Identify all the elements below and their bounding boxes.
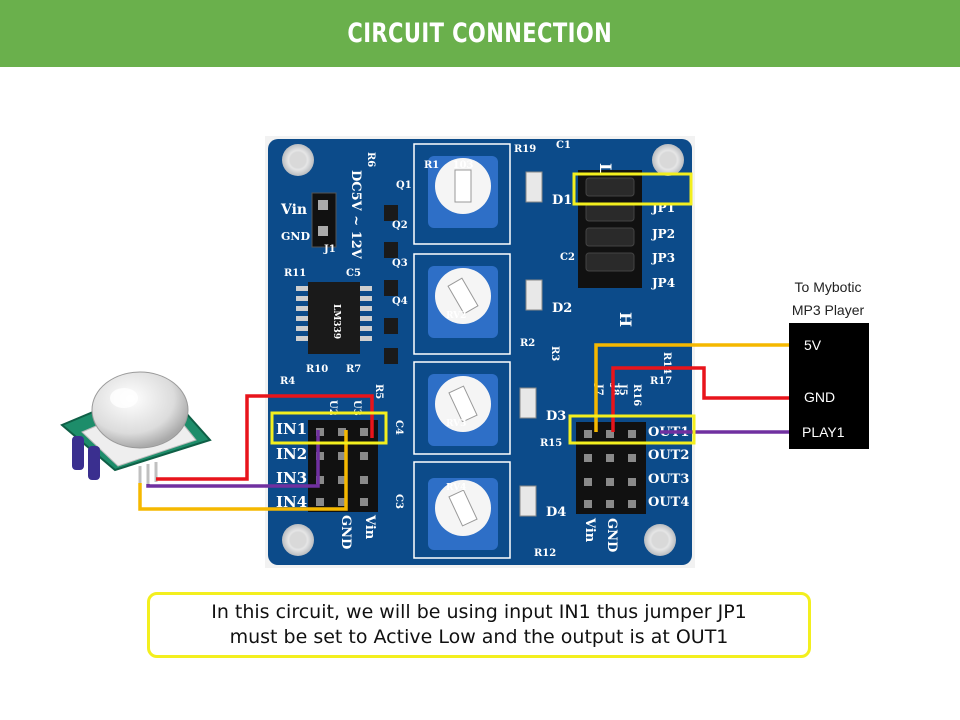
- input-label-gnd: GND: [338, 515, 353, 549]
- silkscreen-label: Q1: [396, 180, 412, 191]
- led-d1: D1: [525, 171, 572, 208]
- power-pin-gnd: GND: [281, 230, 310, 243]
- silkscreen-label: R11: [284, 268, 306, 279]
- led-d2: D2: [525, 279, 572, 316]
- silkscreen-label: R2: [520, 338, 535, 349]
- input-in3: IN3: [276, 469, 307, 487]
- input-label-vin: Vin: [362, 514, 377, 540]
- pot-rv2[interactable]: RV2: [428, 266, 498, 338]
- input-in2: IN2: [276, 445, 307, 463]
- silkscreen-label: R16: [631, 384, 642, 406]
- page-title: CIRCUIT CONNECTION: [347, 18, 613, 49]
- pot-rv3[interactable]: RV3: [428, 374, 498, 446]
- silkscreen-label: R5: [373, 384, 384, 399]
- silkscreen-label: Q2: [392, 220, 408, 231]
- silkscreen-label: R19: [514, 144, 536, 155]
- pot-rv4-label: RV4: [446, 483, 466, 493]
- silkscreen-label: R14: [661, 352, 672, 374]
- silkscreen-label: U3: [351, 400, 362, 416]
- silkscreen-label: R15: [540, 438, 562, 449]
- pir-sensor: [60, 371, 212, 490]
- wire-power: [138, 343, 790, 511]
- header-bar: CIRCUIT CONNECTION: [0, 0, 960, 67]
- pot-rv2-label: RV2: [446, 311, 466, 321]
- wire-ground: [156, 366, 790, 481]
- jumper-label-h: H: [616, 312, 635, 327]
- caption-line-1: In this circuit, we will be using input …: [211, 600, 747, 623]
- output-out3: OUT3: [648, 472, 689, 487]
- silkscreen-label: J7: [593, 383, 604, 396]
- mp3-pin-play1: PLAY1: [802, 424, 845, 440]
- highlight-in1: [270, 411, 388, 445]
- highlight-out1: [568, 414, 696, 445]
- silkscreen-label: C1: [556, 140, 571, 151]
- silkscreen-label: R3: [549, 346, 560, 361]
- silkscreen-label: J5: [617, 383, 628, 396]
- svg-text:D4: D4: [546, 505, 566, 520]
- sensor-board: Vin GND DC5V ~ 12V LM339: [265, 136, 695, 568]
- silkscreen-label: C3: [393, 494, 404, 509]
- mp3-connector: [789, 323, 869, 449]
- led-d4: D4: [519, 485, 566, 520]
- silkscreen-label: R4: [280, 376, 295, 387]
- jumper-label-l: L: [596, 163, 615, 174]
- comparator-ic: [308, 282, 360, 354]
- jumper-jp4: JP4: [651, 276, 675, 290]
- output-out4: OUT4: [648, 495, 689, 510]
- power-range-label: DC5V ~ 12V: [348, 170, 363, 260]
- silkscreen-label: R1: [424, 160, 439, 171]
- jumper-jp3: JP3: [651, 251, 675, 265]
- pot-rv1[interactable]: 103: [428, 156, 498, 228]
- jumper-jp2: JP2: [651, 227, 675, 241]
- silkscreen-label: Q3: [392, 258, 408, 269]
- pot-rv1-code: 103: [453, 160, 474, 171]
- wire-signal: [146, 430, 790, 488]
- mp3-title-line1: To Mybotic: [795, 279, 862, 295]
- ic-label: LM339: [331, 304, 341, 339]
- silkscreen-label: R7: [346, 364, 361, 375]
- mp3-pin-gnd: GND: [804, 389, 835, 405]
- output-header: OUT1 OUT2 OUT3 OUT4 Vin GND: [576, 422, 689, 552]
- jumper-block: L H JP1 JP2 JP3 JP4: [578, 163, 675, 327]
- caption-line-2: must be set to Active Low and the output…: [229, 626, 729, 648]
- led-d3: D3: [519, 387, 566, 424]
- svg-text:D1: D1: [552, 193, 572, 208]
- caption-box: In this circuit, we will be using input …: [147, 592, 811, 658]
- silkscreen-label: J1: [323, 244, 336, 255]
- svg-text:D3: D3: [546, 409, 566, 424]
- silkscreen-label: U2: [327, 400, 338, 416]
- silkscreen-label: R12: [534, 548, 556, 559]
- mp3-title-line2: MP3 Player: [792, 302, 865, 318]
- silkscreen-label: R10: [306, 364, 328, 375]
- output-label-gnd: GND: [604, 518, 619, 552]
- highlight-jp1: [572, 172, 693, 206]
- input-in4: IN4: [276, 493, 307, 511]
- power-pin-vin: Vin: [280, 202, 307, 218]
- output-out2: OUT2: [648, 448, 689, 463]
- input-in1: IN1: [276, 420, 307, 438]
- silkscreen-label: C5: [346, 268, 361, 279]
- pot-rv3-label: RV3: [446, 419, 466, 429]
- silkscreen-label: C4: [393, 420, 404, 435]
- silkscreen-label: R17: [650, 376, 672, 387]
- svg-text:D2: D2: [552, 301, 572, 316]
- mp3-player: To Mybotic MP3 Player 5V GND PLAY1: [789, 279, 869, 449]
- pot-rv4[interactable]: RV4: [428, 478, 498, 550]
- silkscreen-label: C2: [560, 252, 575, 263]
- mp3-pin-5v: 5V: [804, 337, 822, 353]
- output-label-vin: Vin: [582, 517, 597, 543]
- silkscreen-label: R6: [365, 152, 376, 167]
- silkscreen-label: Q4: [392, 296, 408, 307]
